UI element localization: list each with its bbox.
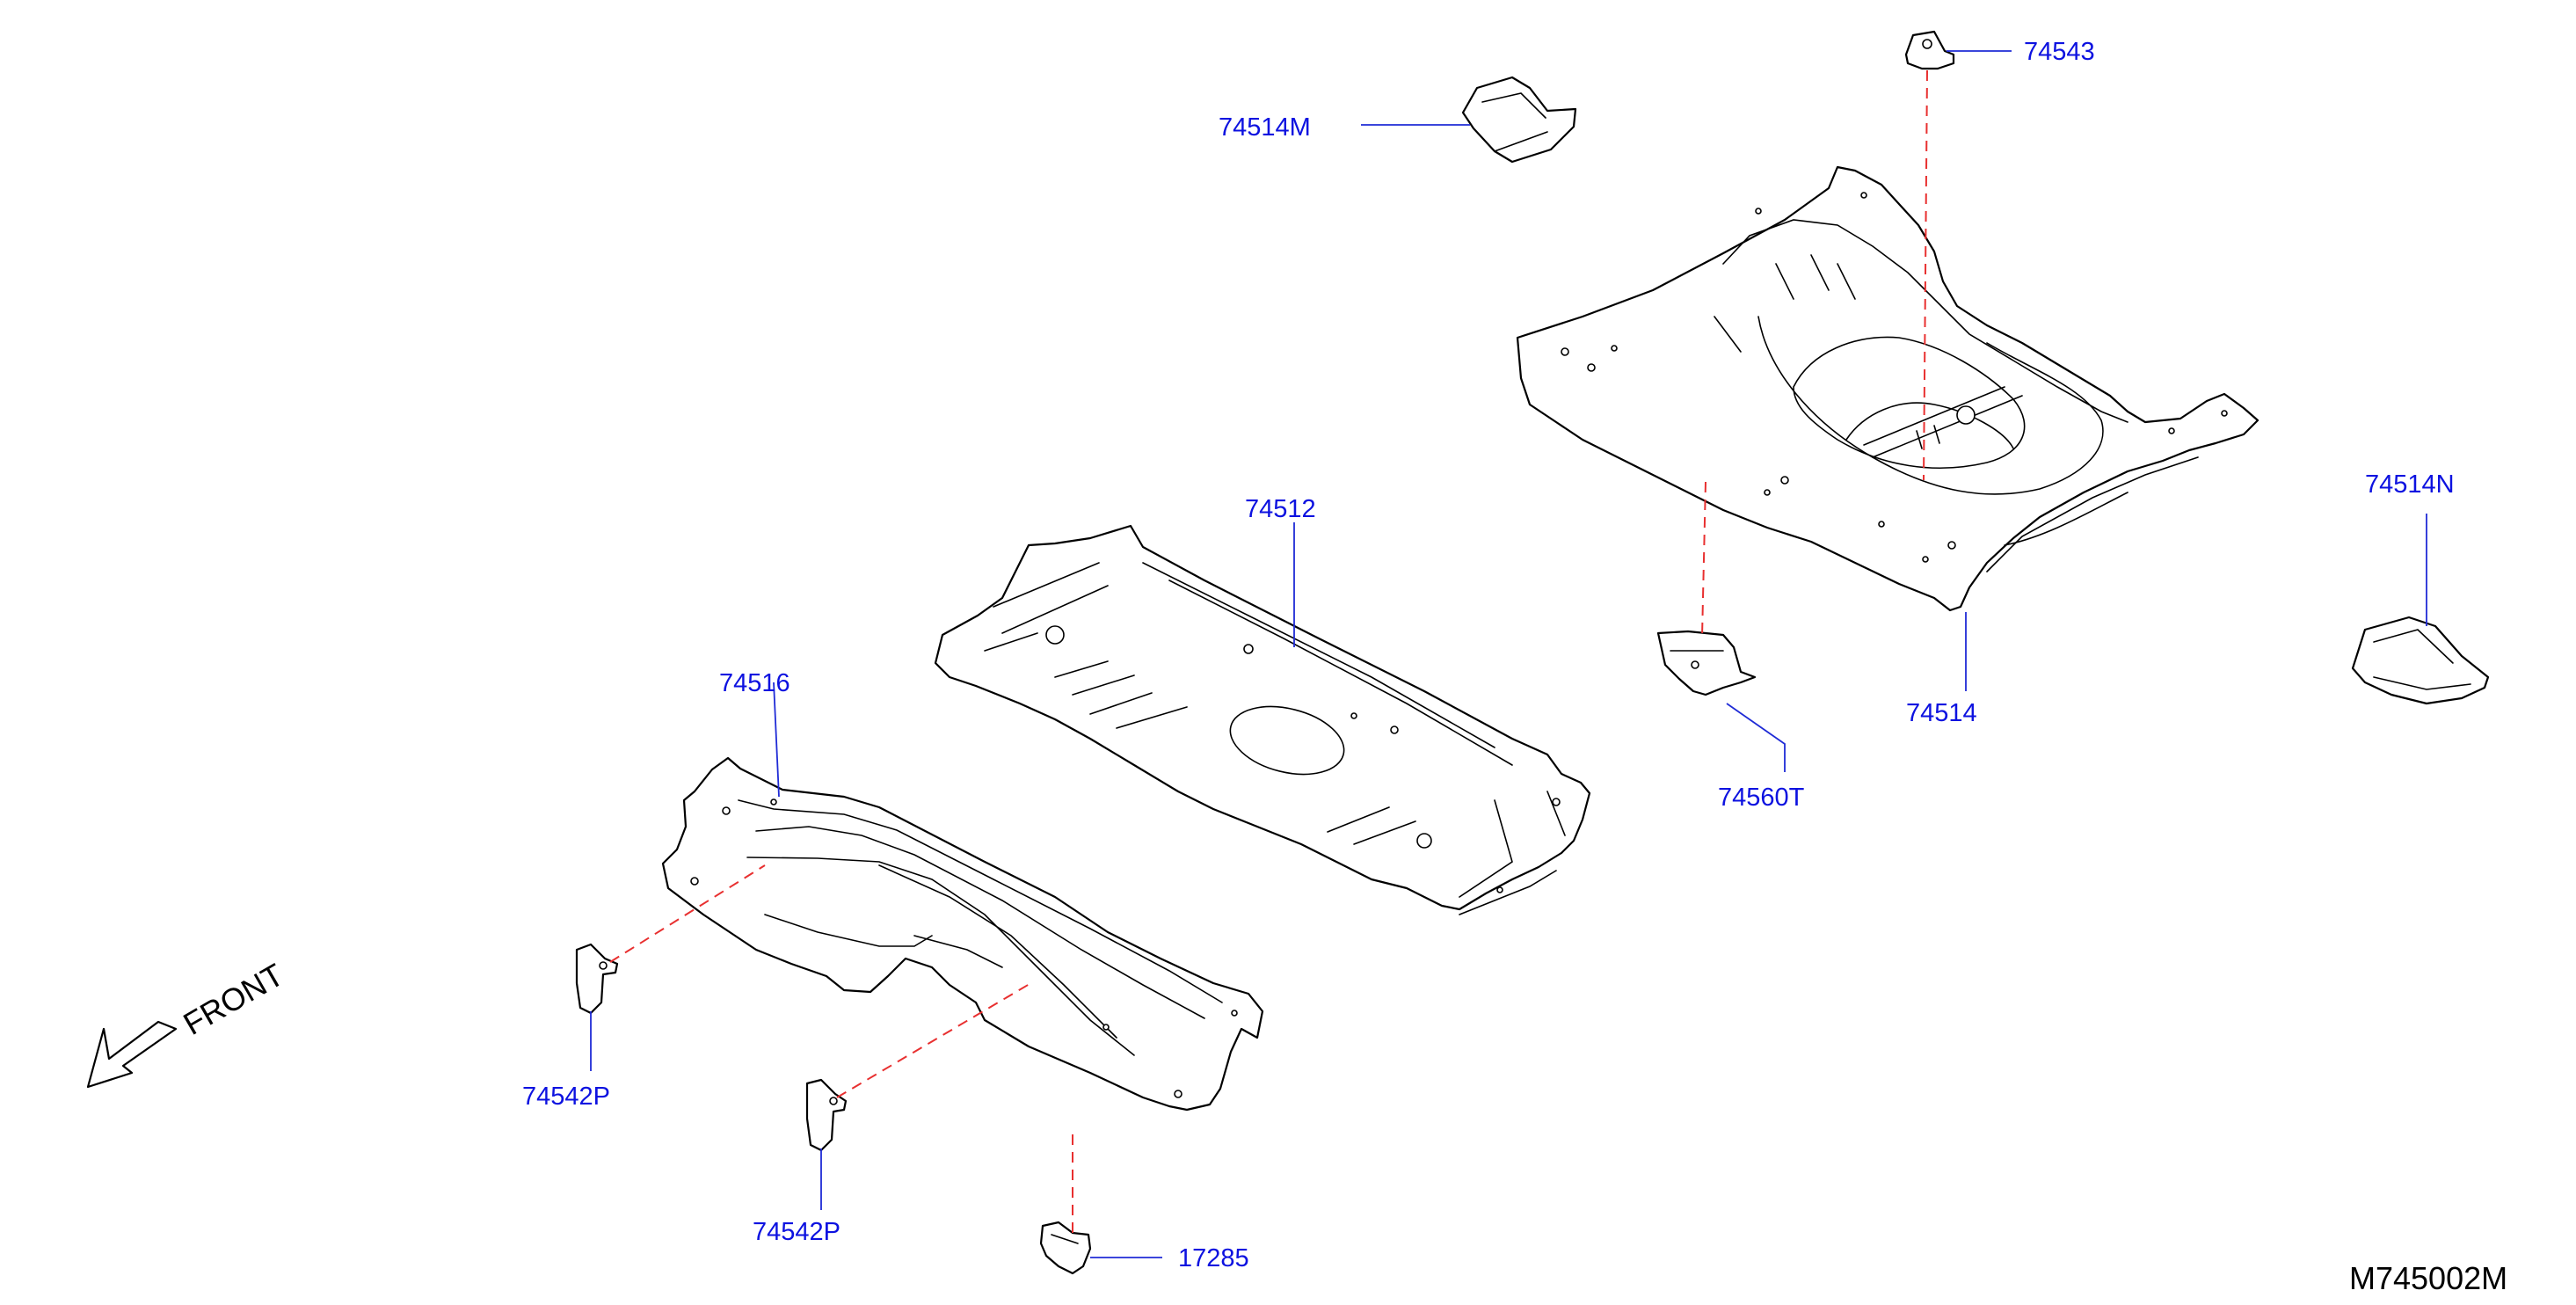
bracket-74514M[interactable] — [1461, 76, 1577, 164]
leader-lines — [590, 50, 2427, 1258]
callout-74560T[interactable]: 74560T — [1718, 784, 1805, 812]
callout-74514M[interactable]: 74514M — [1219, 113, 1311, 142]
front-arrow — [86, 1020, 178, 1089]
callout-74512[interactable]: 74512 — [1245, 495, 1316, 523]
bracket-74542P-upper[interactable] — [575, 943, 619, 1015]
clip-17285[interactable] — [1039, 1221, 1092, 1275]
callout-74543[interactable]: 74543 — [2024, 38, 2095, 66]
callout-labels: 74514M 74543 74512 74516 74514 74514N 74… — [522, 38, 2455, 1272]
callout-74514N[interactable]: 74514N — [2365, 470, 2455, 499]
center-floor-panel[interactable] — [934, 524, 1591, 915]
bracket-74560T[interactable] — [1656, 630, 1757, 696]
callout-74542P-lower[interactable]: 74542P — [753, 1218, 840, 1246]
clip-74543[interactable] — [1904, 30, 1955, 70]
callout-74516[interactable]: 74516 — [719, 669, 790, 697]
callout-17285[interactable]: 17285 — [1178, 1244, 1249, 1272]
alignment-lines — [609, 69, 1928, 1233]
rear-floor-panel[interactable] — [1516, 165, 2259, 612]
bracket-74542P-lower[interactable] — [805, 1078, 848, 1152]
callout-74542P-upper[interactable]: 74542P — [522, 1083, 610, 1111]
front-floor-panel[interactable] — [661, 756, 1264, 1112]
bracket-74514N[interactable] — [2351, 616, 2490, 705]
callout-74514[interactable]: 74514 — [1906, 699, 1977, 727]
diagram-id: M745002M — [2349, 1260, 2507, 1296]
front-label: FRONT — [178, 956, 290, 1042]
